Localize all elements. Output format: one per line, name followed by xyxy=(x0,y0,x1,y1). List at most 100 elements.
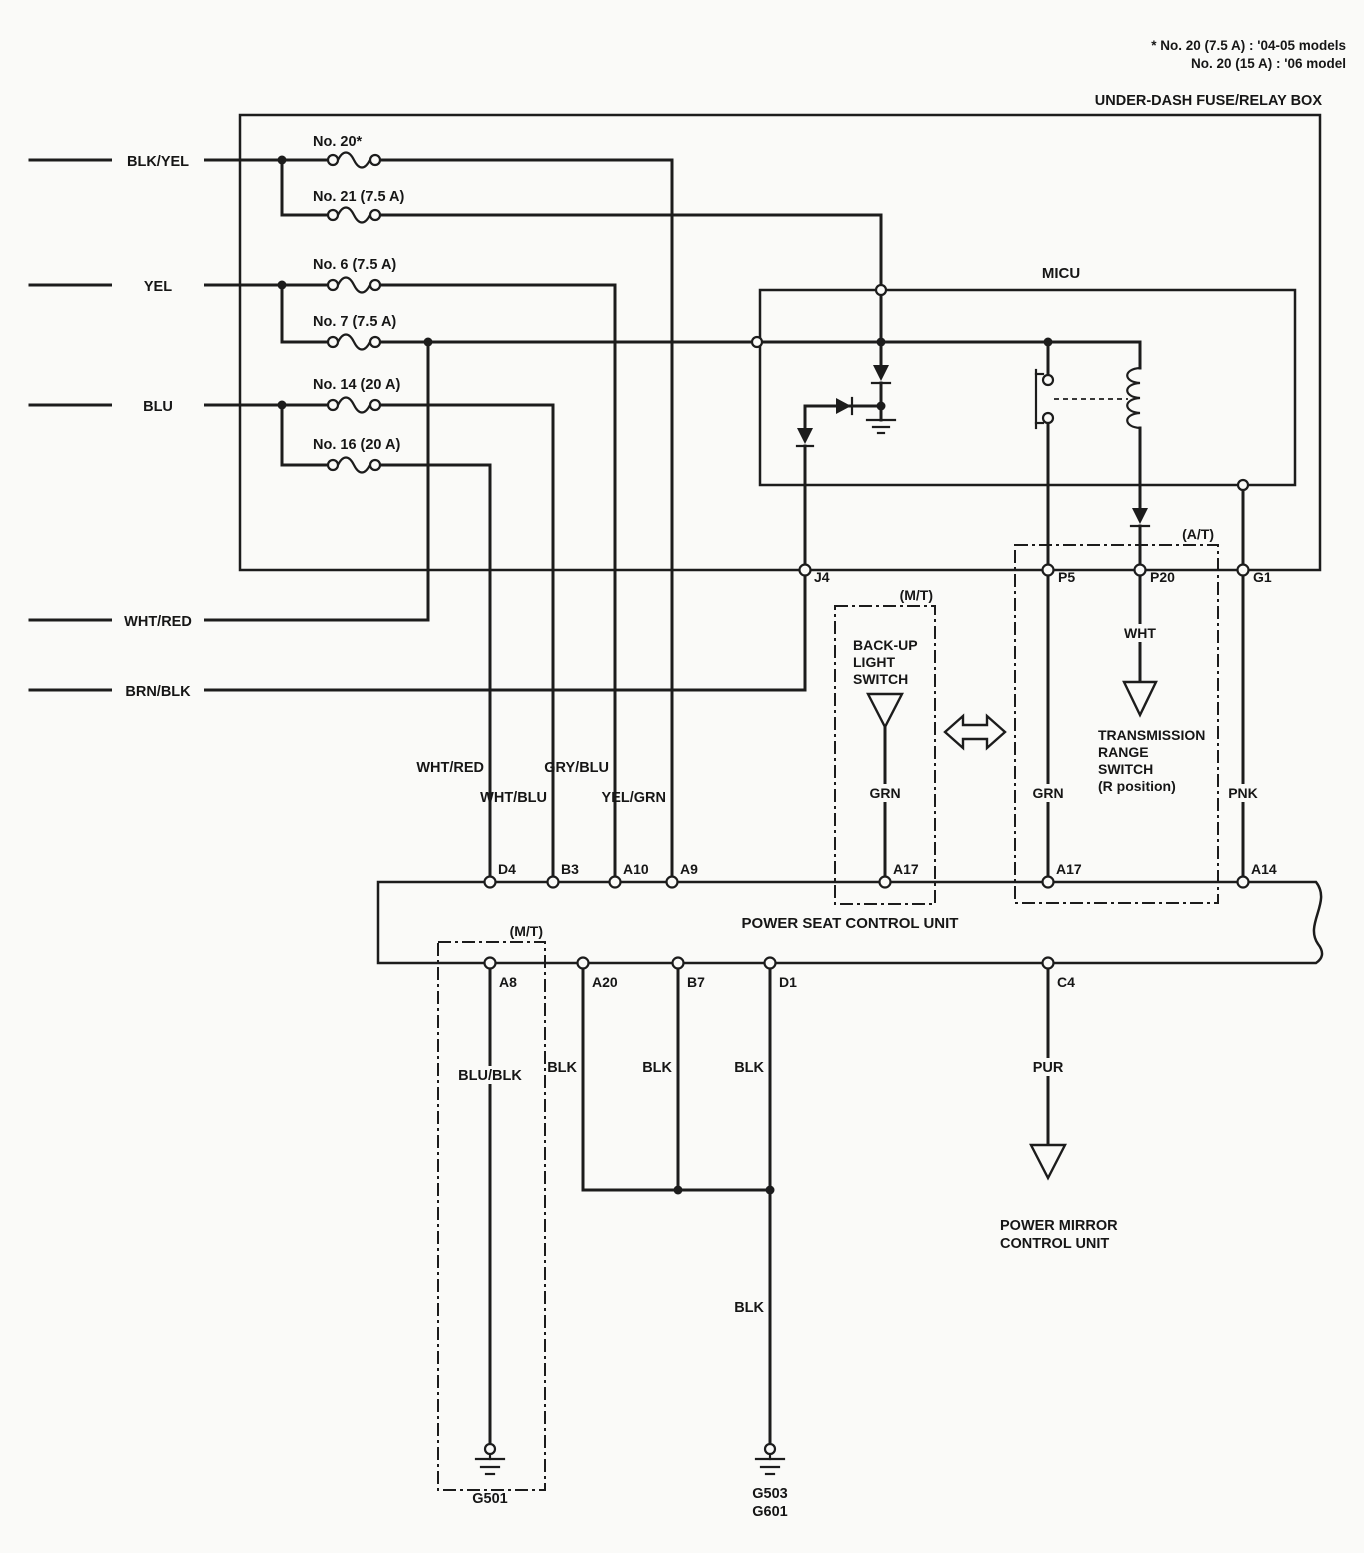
label-backgrounds xyxy=(112,150,1263,1084)
ground-icon-micu-1 xyxy=(865,418,897,435)
pin-label-a17-at: A17 xyxy=(1056,861,1082,877)
fuse-no16-icon xyxy=(326,456,382,474)
pin-label-a10: A10 xyxy=(623,861,649,877)
power-mirror-label-1: POWER MIRROR xyxy=(1000,1218,1118,1234)
power-mirror-arrow-icon xyxy=(1029,1143,1067,1181)
trans-range-switch-arrow-icon xyxy=(1122,680,1158,718)
entry-label-yel: YEL xyxy=(144,279,172,295)
fuse-no7-icon xyxy=(326,333,382,351)
pscu-title: POWER SEAT CONTROL UNIT xyxy=(742,915,959,932)
pin-c4 xyxy=(1041,956,1055,970)
pin-a9 xyxy=(665,875,679,889)
pin-label-j4: J4 xyxy=(814,569,830,585)
micu-top-connector xyxy=(874,283,888,297)
wire-yel xyxy=(28,283,759,884)
fuse-label-no7: No. 7 (7.5 A) xyxy=(313,314,396,330)
entry-label-blu: BLU xyxy=(143,399,173,415)
pin-g1 xyxy=(1236,563,1250,577)
wire-brn-blk xyxy=(28,444,807,692)
fuse-label-no6: No. 6 (7.5 A) xyxy=(313,257,396,273)
fuse-no21-icon xyxy=(326,206,382,224)
at-dashed-box xyxy=(1014,544,1219,904)
wire-label-yel-grn: YEL/GRN xyxy=(602,790,666,806)
pin-label-a14: A14 xyxy=(1251,861,1277,877)
micu-box-outline xyxy=(758,288,1297,487)
micu-left-connector xyxy=(750,335,764,349)
pin-a14 xyxy=(1236,875,1250,889)
pin-label-d1: D1 xyxy=(779,974,797,990)
backup-switch-label-1: BACK-UP xyxy=(853,637,918,653)
power-seat-control-unit-box xyxy=(376,880,1324,965)
at-section-label: (A/T) xyxy=(1182,526,1214,542)
wire-label-blk-d1: BLK xyxy=(734,1060,764,1076)
mt-switch-dashed-box xyxy=(834,605,936,905)
note-line1: * No. 20 (7.5 A) : '04-05 models xyxy=(1151,38,1346,53)
pin-d1 xyxy=(763,956,777,970)
pin-label-g1: G1 xyxy=(1253,569,1272,585)
micu-internals xyxy=(760,340,1151,528)
pin-label-d4: D4 xyxy=(498,861,516,877)
note-line2: No. 20 (15 A) : '06 model xyxy=(1191,56,1346,71)
wire-label-wht-red: WHT/RED xyxy=(416,760,484,776)
pin-a17-mt xyxy=(878,875,892,889)
pin-label-p5: P5 xyxy=(1058,569,1075,585)
entry-label-brn-blk: BRN/BLK xyxy=(125,684,191,700)
pin-label-a9: A9 xyxy=(680,861,698,877)
ground-label-g601: G601 xyxy=(752,1504,787,1520)
ground-label-g503: G503 xyxy=(752,1486,787,1502)
fuse-label-no20: No. 20* xyxy=(313,134,363,150)
pin-label-b7: B7 xyxy=(687,974,705,990)
wire-blu xyxy=(28,403,555,884)
pin-p5 xyxy=(1041,563,1055,577)
pin-b7 xyxy=(671,956,685,970)
pin-label-p20: P20 xyxy=(1150,569,1175,585)
wire-label-wht: WHT xyxy=(1124,625,1156,641)
diode-down-icon xyxy=(873,365,889,381)
mt-bottom-section-label: (M/T) xyxy=(510,923,543,939)
relay-switch-icon xyxy=(1034,340,1128,430)
wire-label-blk-b7: BLK xyxy=(642,1060,672,1076)
pin-label-c4: C4 xyxy=(1057,974,1075,990)
fuse-label-no16: No. 16 (20 A) xyxy=(313,437,400,453)
diode-down-icon-3 xyxy=(1132,508,1148,524)
junction-dots xyxy=(277,155,1053,1195)
pin-j4 xyxy=(798,563,812,577)
diode-down-icon-2 xyxy=(797,428,813,444)
wire-label-gry-blu: GRY/BLU xyxy=(544,760,609,776)
fuse-box-title: UNDER-DASH FUSE/RELAY BOX xyxy=(1095,93,1323,109)
fuse-box-outline xyxy=(238,113,1322,572)
ground-terminal-g503 xyxy=(763,1442,777,1456)
pin-a8 xyxy=(483,956,497,970)
relay-coil-icon xyxy=(1126,340,1142,510)
backup-switch-label-3: SWITCH xyxy=(853,671,908,687)
power-mirror-label-2: CONTROL UNIT xyxy=(1000,1236,1109,1252)
micu-label: MICU xyxy=(1042,265,1080,282)
backup-switch-label-2: LIGHT xyxy=(853,654,895,670)
trans-switch-label-1: TRANSMISSION xyxy=(1098,727,1205,743)
wire-label-blk-lower: BLK xyxy=(734,1300,764,1316)
micu-bottom-connector xyxy=(1236,478,1250,492)
trans-switch-label-4: (R position) xyxy=(1098,778,1176,794)
trans-switch-label-2: RANGE xyxy=(1098,744,1149,760)
pin-b3 xyxy=(546,875,560,889)
backup-switch-icon xyxy=(866,692,904,730)
pin-a20 xyxy=(576,956,590,970)
wire-label-wht-blu: WHT/BLU xyxy=(480,790,547,806)
pin-label-a20: A20 xyxy=(592,974,618,990)
fuse-icons xyxy=(326,151,382,474)
wire-label-grn-mt: GRN xyxy=(869,785,900,801)
mt-switch-section-label: (M/T) xyxy=(900,587,933,603)
ground-icon-g503 xyxy=(754,1452,786,1476)
pin-p20 xyxy=(1133,563,1147,577)
wire-label-pur: PUR xyxy=(1033,1060,1064,1076)
pin-a17-at xyxy=(1041,875,1055,889)
wire-label-blu-blk: BLU/BLK xyxy=(458,1068,522,1084)
pin-a10 xyxy=(608,875,622,889)
pin-label-b3: B3 xyxy=(561,861,579,877)
ground-terminal-g501 xyxy=(483,1442,497,1456)
wire-label-grn-at: GRN xyxy=(1032,785,1063,801)
wire-label-blk-a20: BLK xyxy=(547,1060,577,1076)
double-arrow-icon xyxy=(943,713,1007,751)
